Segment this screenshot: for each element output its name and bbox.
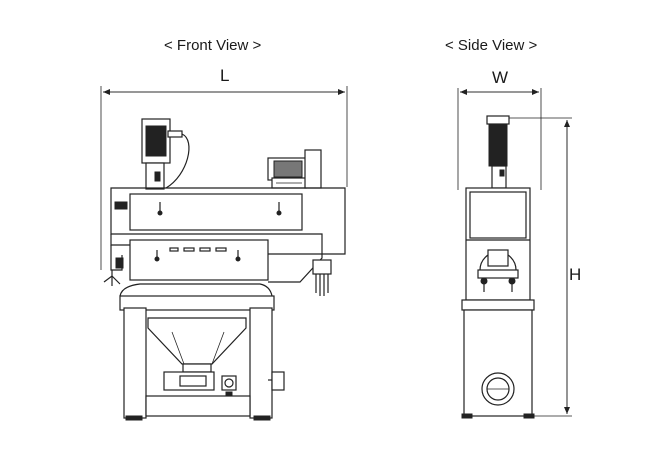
- side-view: [457, 88, 572, 419]
- vertical-motor: [141, 118, 190, 190]
- height-dimension-label: H: [569, 265, 582, 284]
- front-view: [100, 86, 348, 421]
- width-dimension-line: [457, 88, 542, 190]
- drive-motor: [267, 149, 322, 189]
- base-frame: [119, 283, 285, 421]
- height-dimension-line: [506, 117, 572, 417]
- side-motor: [486, 115, 510, 189]
- cable-bundle: [312, 259, 332, 296]
- width-dimension-label: W: [492, 68, 509, 87]
- side-base: [461, 299, 535, 419]
- length-dimension-label: L: [220, 66, 230, 85]
- length-dimension-line: [100, 86, 348, 270]
- side-view-title: < Side View >: [445, 37, 538, 54]
- side-body: [465, 187, 531, 301]
- front-view-title: < Front View >: [164, 37, 262, 54]
- control-housing: [103, 234, 323, 286]
